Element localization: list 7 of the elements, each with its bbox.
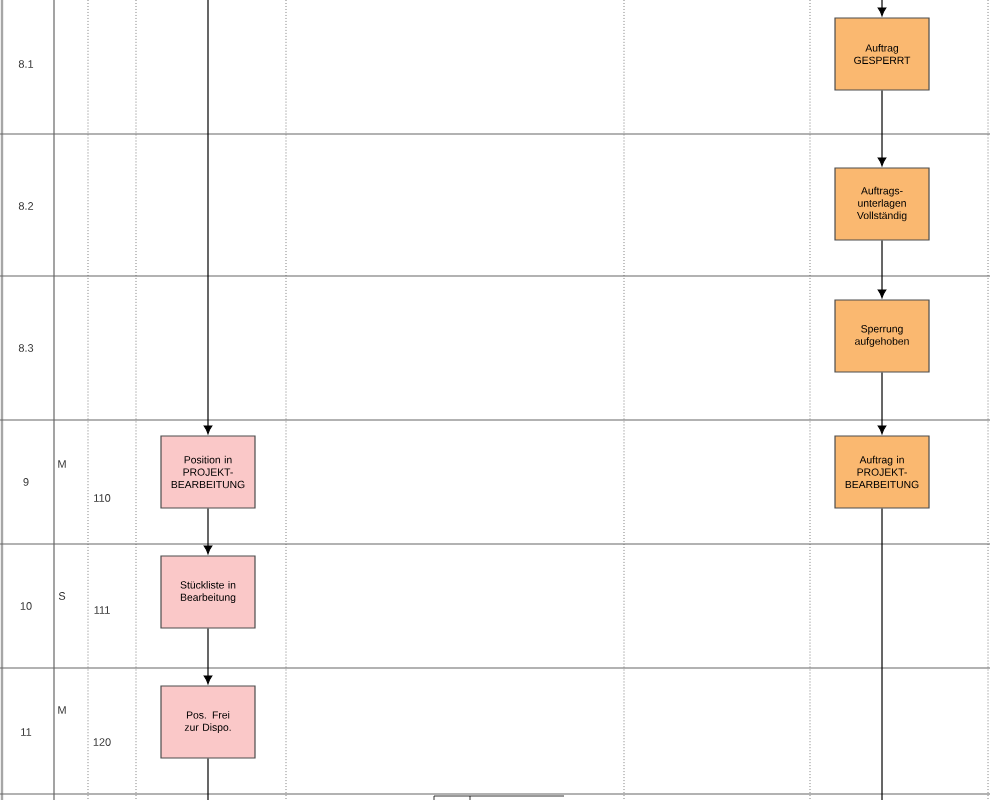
arrow: [203, 508, 213, 555]
arrow: [877, 372, 887, 435]
arrow: [877, 0, 887, 17]
arrow: [203, 0, 213, 435]
arrow: [877, 240, 887, 299]
arrow: [877, 90, 887, 167]
arrow: [203, 628, 213, 685]
